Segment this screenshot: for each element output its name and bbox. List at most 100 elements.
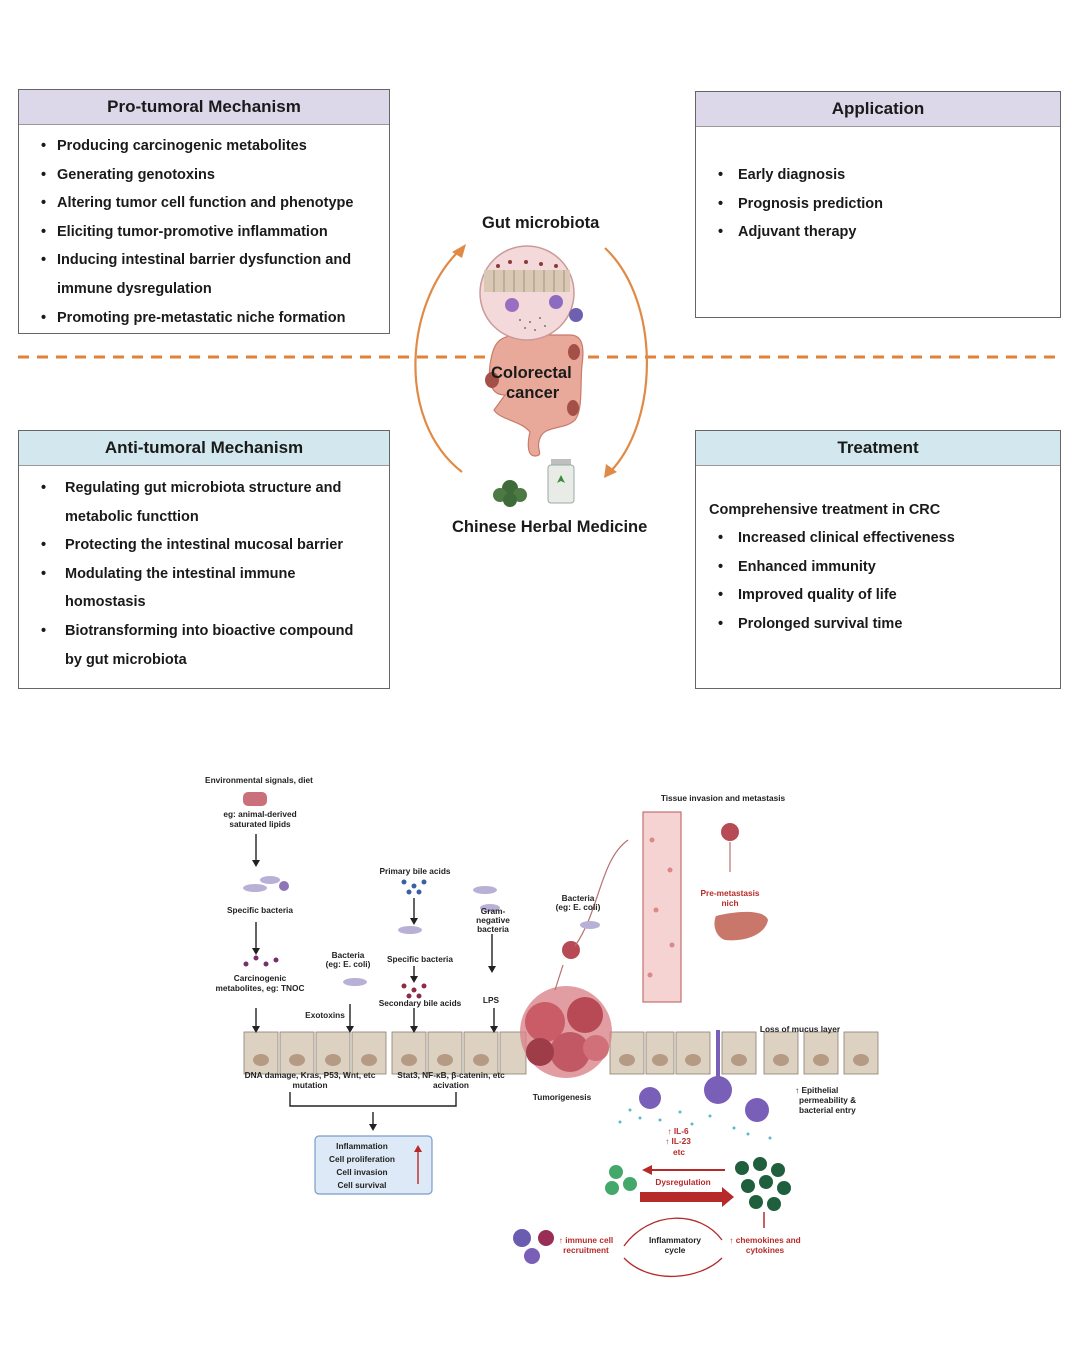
outcome-item: Cell proliferation [329, 1154, 395, 1164]
il6-label: ↑ IL-6 [667, 1126, 689, 1136]
colon-icon [485, 334, 584, 457]
anti-tumoral-box: Anti-tumoral Mechanism Regulating gut mi… [18, 430, 390, 689]
specific-bacteria-label-1: Specific bacteria [227, 905, 293, 915]
specific-bacteria-label-2: Specific bacteria [387, 954, 453, 964]
gram-negative-label-3: bacteria [477, 924, 509, 934]
bacteria-ecoli-label-1b: (eg: E. coli) [325, 959, 371, 969]
treatment-list: Increased clinical effectiveness Enhance… [696, 524, 1060, 638]
dysregulation-label: Dysregulation [655, 1177, 711, 1187]
secondary-bile-dots [401, 983, 427, 999]
inflam-cycle-label-2: cycle [664, 1245, 686, 1255]
tumorigenesis-label: Tumorigenesis [532, 1092, 592, 1102]
inflam-cycle-label-1: Inflammatory [648, 1235, 702, 1245]
gram-negative-label-1: Gram- [480, 906, 506, 916]
herb-icon [493, 480, 527, 507]
list-item: Altering tumor cell function and phenoty… [19, 189, 389, 218]
premetastasis-label-1: Pre-metastasis [700, 888, 760, 898]
bacteria-ecoli-label-1a: Bacteria [331, 950, 365, 960]
epithelial-label-1: ↑ Epithelial [795, 1085, 839, 1095]
blood-vessel [642, 811, 682, 1003]
right-arrowhead [604, 464, 617, 478]
exotoxins-label: Exotoxins [305, 1010, 345, 1020]
treatment-title: Treatment [696, 431, 1060, 466]
outcome-box [314, 1135, 433, 1195]
treatment-intro: Comprehensive treatment in CRC [709, 502, 941, 518]
immune-recruit-label-2: recruitment [563, 1245, 609, 1255]
outcome-list: Inflammation Cell proliferation Cell inv… [318, 1140, 406, 1192]
il23-label: ↑ IL-23 [665, 1136, 691, 1146]
list-item: by gut microbiota [65, 651, 187, 668]
animal-lipids-label-2: saturated lipids [229, 819, 291, 829]
invasion-curve-arrow [574, 839, 629, 947]
right-cycle-arrow [604, 247, 648, 473]
list-item: metabolic functtion [65, 508, 199, 525]
bacteria-ecoli-cell [562, 941, 580, 959]
application-box: Application Early diagnosis Prognosis pr… [695, 91, 1061, 318]
application-title: Application [696, 92, 1060, 127]
dna-damage-label-2: mutation [292, 1080, 328, 1090]
gut-microbiota-magnifier [479, 245, 583, 341]
green-cells-left [605, 1165, 637, 1195]
list-item: Producing carcinogenic metabolites [19, 132, 389, 161]
animal-lipids-label-1: eg: animal-derived [223, 809, 297, 819]
inflammatory-cycle-bottom [623, 1257, 723, 1278]
pro-tumoral-title: Pro-tumoral Mechanism [19, 90, 389, 125]
carcinogenic-label-2: metabolites, eg: TNOC [215, 983, 305, 993]
primary-bile-dots [401, 879, 427, 895]
meat-icon [243, 792, 267, 806]
herbal-medicine-label: Chinese Herbal Medicine [452, 518, 648, 536]
flow-arrowheads [252, 860, 498, 1131]
recruited-immune-cells [513, 1229, 554, 1264]
list-item: Biotransforming into bioactive compound [19, 617, 389, 646]
secondary-bile-label: Secondary bile acids [378, 998, 462, 1008]
list-item: Prolonged survival time [696, 610, 1060, 639]
list-item: homostasis [65, 594, 146, 611]
application-list: Early diagnosis Prognosis prediction Adj… [696, 161, 1060, 247]
env-signals-label: Environmental signals, diet [205, 775, 313, 785]
outcome-item: Inflammation [336, 1141, 388, 1151]
stat3-label-2: acivation [433, 1080, 469, 1090]
metastasis-cell [721, 823, 739, 841]
medicine-jar-icon [547, 459, 575, 504]
liver-icon [714, 911, 768, 941]
dysregulation-arrow-right [640, 1187, 734, 1207]
chemokines-label-2: cytokines [745, 1245, 785, 1255]
carcinogen-dots [243, 955, 279, 967]
left-arrowhead [452, 244, 466, 258]
epithelial-label-2: permeability & [799, 1095, 857, 1105]
bacteria-ecoli-label-2a: Bacteria [561, 893, 595, 903]
outcome-item: Cell invasion [336, 1167, 388, 1177]
chemokines-label-1: ↑ chemokines and [729, 1235, 801, 1245]
epithelial-label-3: bacterial entry [799, 1105, 856, 1115]
dna-damage-label-1: DNA damage, Kras, P53, Wnt, etc [244, 1070, 376, 1080]
tissue-invasion-label: Tissue invasion and metastasis [660, 793, 786, 803]
treatment-box: Treatment Comprehensive treatment in CRC… [695, 430, 1061, 689]
cytokine-dots [618, 1108, 772, 1140]
immune-cells [639, 1030, 769, 1122]
left-cycle-arrow [414, 247, 463, 473]
bacteria-ecoli-label-2b: (eg: E. coli) [555, 902, 601, 912]
premetastasis-label-2: nich [721, 898, 739, 908]
inflammatory-cycle-top [623, 1217, 723, 1247]
top-center-graphic [18, 244, 1062, 507]
outcome-item: Cell survival [337, 1180, 387, 1190]
stat3-label-1: Stat3, NF-κB, β-catenin, etc [397, 1070, 505, 1080]
list-item: Improved quality of life [696, 581, 1060, 610]
list-item: immune dysregulation [57, 280, 212, 297]
carcinogenic-label-1: Carcinogenic [233, 973, 287, 983]
green-cells-right [735, 1157, 791, 1211]
list-item: Early diagnosis [696, 161, 1060, 190]
list-item: Enhanced immunity [696, 553, 1060, 582]
list-item: Regulating gut microbiota structure and [19, 474, 389, 503]
lps-label: LPS [482, 995, 500, 1005]
pro-tumoral-box: Pro-tumoral Mechanism Producing carcinog… [18, 89, 390, 334]
list-item: Generating genotoxins [19, 161, 389, 190]
immune-recruit-label-1: ↑ immune cell [558, 1235, 614, 1245]
bacteria-icons [243, 876, 600, 986]
list-item: Inducing intestinal barrier dysfunction … [19, 246, 389, 275]
epithelium [243, 1031, 879, 1075]
anti-tumoral-title: Anti-tumoral Mechanism [19, 431, 389, 466]
list-item: Promoting pre-metastatic niche formation [19, 304, 389, 333]
list-item: Protecting the intestinal mucosal barrie… [19, 531, 389, 560]
gut-microbiota-label: Gut microbiota [482, 214, 600, 232]
